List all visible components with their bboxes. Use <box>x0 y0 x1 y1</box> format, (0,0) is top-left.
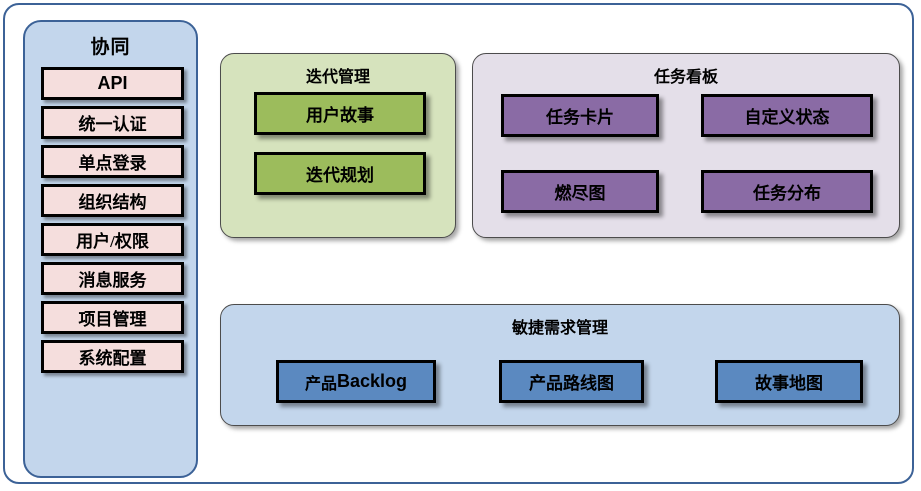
sidebar-item-user-permissions[interactable]: 用户/权限 <box>41 223 184 256</box>
sidebar-item-org-structure[interactable]: 组织结构 <box>41 184 184 217</box>
panel-agile-requirement-management: 敏捷需求管理 产品 Backlog 产品路线图 故事地图 <box>220 304 900 426</box>
sidebar-collaboration-panel: 协同 API 统一认证 单点登录 组织结构 用户/权限 消息服务 项目管理 系统… <box>23 20 198 478</box>
panel-task-board-title: 任务看板 <box>653 69 718 86</box>
sidebar-item-message-service[interactable]: 消息服务 <box>41 262 184 295</box>
box-product-backlog[interactable]: 产品 Backlog <box>276 360 436 403</box>
panel-agile-requirement-management-title: 敏捷需求管理 <box>511 320 608 337</box>
box-product-backlog-latin: Backlog <box>336 371 408 391</box>
sidebar-item-list: API 统一认证 单点登录 组织结构 用户/权限 消息服务 项目管理 系统配置 <box>41 67 184 379</box>
box-iteration-planning[interactable]: 迭代规划 <box>254 152 426 195</box>
sidebar-item-unified-auth[interactable]: 统一认证 <box>41 106 184 139</box>
sidebar-item-project-management[interactable]: 项目管理 <box>41 301 184 334</box>
box-user-story[interactable]: 用户故事 <box>254 92 426 135</box>
panel-task-board: 任务看板 任务卡片 自定义状态 燃尽图 任务分布 <box>472 53 900 238</box>
box-task-distribution[interactable]: 任务分布 <box>701 170 873 213</box>
outer-frame: 协同 API 统一认证 单点登录 组织结构 用户/权限 消息服务 项目管理 系统… <box>3 3 914 484</box>
sidebar-item-api[interactable]: API <box>41 67 184 100</box>
box-custom-status[interactable]: 自定义状态 <box>701 94 873 137</box>
sidebar-item-single-sign-on[interactable]: 单点登录 <box>41 145 184 178</box>
box-product-backlog-cjk: 产品 <box>304 375 337 393</box>
box-burndown-chart[interactable]: 燃尽图 <box>501 170 659 213</box>
sidebar-item-system-config[interactable]: 系统配置 <box>41 340 184 373</box>
panel-iteration-management-title: 迭代管理 <box>305 69 370 86</box>
panel-iteration-management: 迭代管理 用户故事 迭代规划 <box>220 53 456 238</box>
box-story-map[interactable]: 故事地图 <box>715 360 863 403</box>
box-product-roadmap[interactable]: 产品路线图 <box>499 360 644 403</box>
sidebar-title: 协同 <box>90 37 131 58</box>
box-task-card[interactable]: 任务卡片 <box>501 94 659 137</box>
